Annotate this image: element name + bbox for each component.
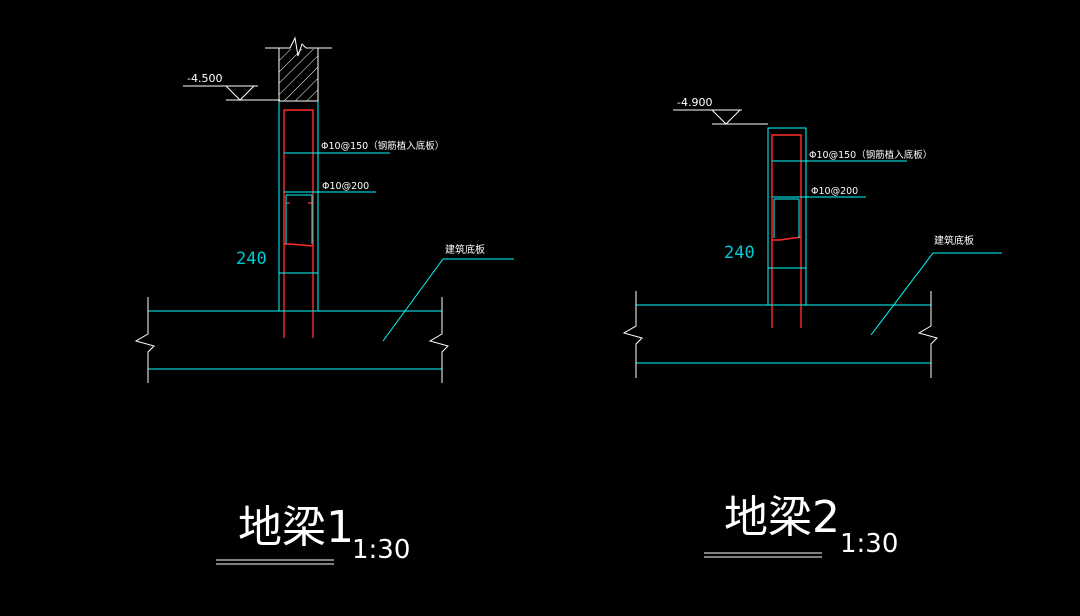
rebar-note-2-1: Φ10@200 [322,181,369,192]
rebar-note-2-2: Φ10@200 [811,186,858,197]
slab-note-2: 建筑底板 [934,234,974,247]
level-mark-1: -4.500 [183,72,280,101]
rebar-note-1-2: Φ10@150（钢筋植入底板） [809,149,932,161]
detail-ground-beam-1: -4.500 Φ10@150（钢筋植入底板） Φ10@200 240 [134,36,514,565]
rebar-1 [283,109,314,338]
stirrups-2 [768,160,907,269]
slab-leader-2 [870,252,1002,336]
slab-leader-1 [382,258,514,342]
slab-2 [622,291,938,378]
rebar-2 [771,134,802,328]
detail-ground-beam-2: -4.900 Φ10@150（钢筋植入底板） Φ10@200 240 [622,96,1002,559]
detail-title-1: 地梁1 [238,502,354,553]
slab-1 [134,297,449,383]
stirrups-1 [279,152,390,274]
detail-scale-1: 1:30 [352,535,410,565]
beam-outline-2 [767,127,807,305]
title-block-2: 地梁2 1:30 [704,492,898,559]
rebar-note-1-1: Φ10@150（钢筋植入底板） [321,140,444,152]
level-mark-2: -4.900 [673,96,768,125]
beam-outline-1 [278,101,319,311]
title-block-1: 地梁1 1:30 [216,502,410,565]
slab-note-1: 建筑底板 [445,243,485,256]
width-dimension-2: 240 [724,243,755,263]
width-dimension-1: 240 [236,249,267,269]
level-value-1: -4.500 [187,72,222,85]
wall-hatch-1 [265,36,332,102]
level-value-2: -4.900 [677,96,712,109]
detail-scale-2: 1:30 [840,529,898,559]
detail-title-2: 地梁2 [724,492,840,543]
